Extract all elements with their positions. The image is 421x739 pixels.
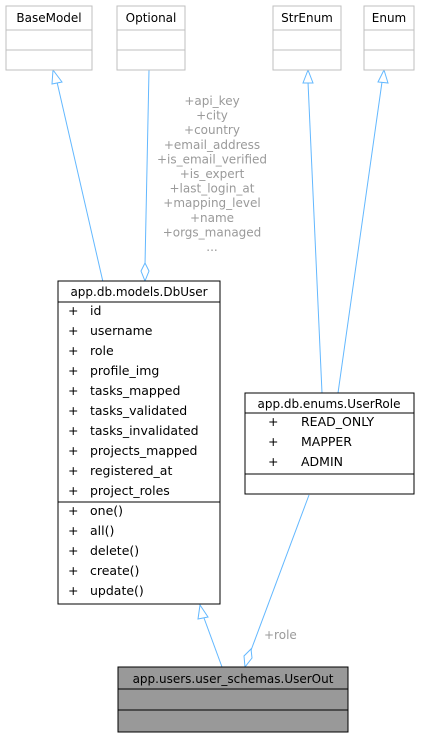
member-visibility: + — [68, 523, 78, 538]
dbuser-methods: + one() + all() + delete() + create() + update() — [68, 503, 144, 598]
external-class-name: Enum — [372, 11, 406, 25]
optional-link-label: +name — [190, 211, 234, 225]
optional-link-label: +is_email_verified — [157, 152, 267, 166]
attribute-name: id — [90, 303, 101, 318]
class-name: app.db.models.DbUser — [70, 285, 207, 299]
optional-link-label: +orgs_managed — [163, 225, 262, 239]
edge-userrole-enum-arrowhead — [377, 68, 389, 84]
member-visibility: + — [68, 563, 78, 578]
external-class-name: Optional — [126, 11, 177, 25]
class-userrole: app.db.enums.UserRole +READ_ONLY+MAPPER+… — [244, 392, 415, 495]
edges — [51, 68, 389, 669]
attribute-name: tasks_mapped — [90, 383, 180, 398]
member-visibility: + — [68, 403, 78, 418]
attribute-name: role — [90, 343, 114, 358]
attribute-name: username — [90, 323, 153, 338]
attribute-name: tasks_validated — [90, 403, 187, 418]
attribute-name: project_roles — [90, 483, 170, 498]
method-name: one() — [90, 503, 123, 518]
member-visibility: + — [68, 303, 78, 318]
enum-value-name: ADMIN — [301, 454, 343, 469]
edge-userrole-enum — [337, 81, 383, 394]
class-name: app.users.user_schemas.UserOut — [133, 672, 334, 686]
attribute-name: registered_at — [90, 463, 172, 478]
member-visibility: + — [68, 383, 78, 398]
class-userout: app.users.user_schemas.UserOut — [117, 666, 349, 733]
member-visibility: + — [68, 483, 78, 498]
attribute-name: profile_img — [90, 363, 159, 378]
external-class-name: BaseModel — [16, 11, 81, 25]
optional-link-label: +mapping_level — [163, 196, 260, 210]
role-link-label: +role — [264, 628, 297, 642]
edge-userrole-strenum-arrowhead — [302, 68, 314, 84]
attribute-name: tasks_invalidated — [90, 423, 199, 438]
class-name: app.db.enums.UserRole — [257, 397, 400, 411]
member-visibility: + — [68, 423, 78, 438]
method-name: create() — [90, 563, 139, 578]
enum-value-name: MAPPER — [301, 434, 352, 449]
optional-link-label: ... — [206, 240, 217, 254]
method-name: delete() — [90, 543, 139, 558]
method-name: update() — [90, 583, 144, 598]
member-visibility: + — [68, 543, 78, 558]
edge-userout-userrole — [249, 494, 310, 654]
class-dbuser: app.db.models.DbUser + id + username + role + p… — [57, 280, 221, 605]
member-visibility: + — [68, 363, 78, 378]
external-class-basemodel: BaseModel — [5, 5, 93, 71]
edge-userout-userrole-diamond — [243, 647, 253, 669]
external-class-optional: Optional — [116, 5, 186, 71]
external-class-name: StrEnum — [281, 11, 333, 25]
optional-link-label: +last_login_at — [170, 182, 255, 196]
optional-link-label: +is_expert — [180, 167, 245, 181]
member-visibility: + — [268, 454, 278, 469]
edge-dbuser-optional — [144, 69, 150, 266]
member-visibility: + — [268, 434, 278, 449]
member-visibility: + — [268, 414, 278, 429]
optional-link-labels: +api_key+city+country+email_address+is_e… — [157, 94, 267, 254]
dbuser-attributes: + id + username + role + profile_img + tasks_mapp… — [68, 303, 199, 498]
external-class-enum: Enum — [363, 5, 415, 71]
userrole-attributes: + READ_ONLY + MAPPER + ADMIN — [268, 414, 375, 469]
member-visibility: + — [68, 583, 78, 598]
member-visibility: + — [68, 343, 78, 358]
member-visibility: + — [68, 323, 78, 338]
optional-link-label: +api_key — [184, 94, 239, 108]
optional-link-label: +city — [196, 109, 228, 123]
method-name: all() — [90, 523, 114, 538]
edge-dbuser-optional-diamond — [140, 261, 150, 283]
member-visibility: + — [68, 463, 78, 478]
attribute-name: projects_mapped — [90, 443, 197, 458]
edge-userrole-strenum — [307, 81, 323, 394]
external-class-strenum: StrEnum — [272, 5, 342, 71]
enum-value-name: READ_ONLY — [301, 414, 375, 429]
optional-link-label: +email_address — [164, 138, 260, 152]
optional-link-label: +country — [184, 123, 240, 137]
edge-userout-dbuser — [203, 617, 223, 668]
member-visibility: + — [68, 503, 78, 518]
member-visibility: + — [68, 443, 78, 458]
edge-userout-dbuser-arrowhead — [197, 603, 209, 620]
edge-dbuser-basemodel — [56, 81, 104, 283]
edge-dbuser-basemodel-arrowhead — [51, 68, 63, 85]
